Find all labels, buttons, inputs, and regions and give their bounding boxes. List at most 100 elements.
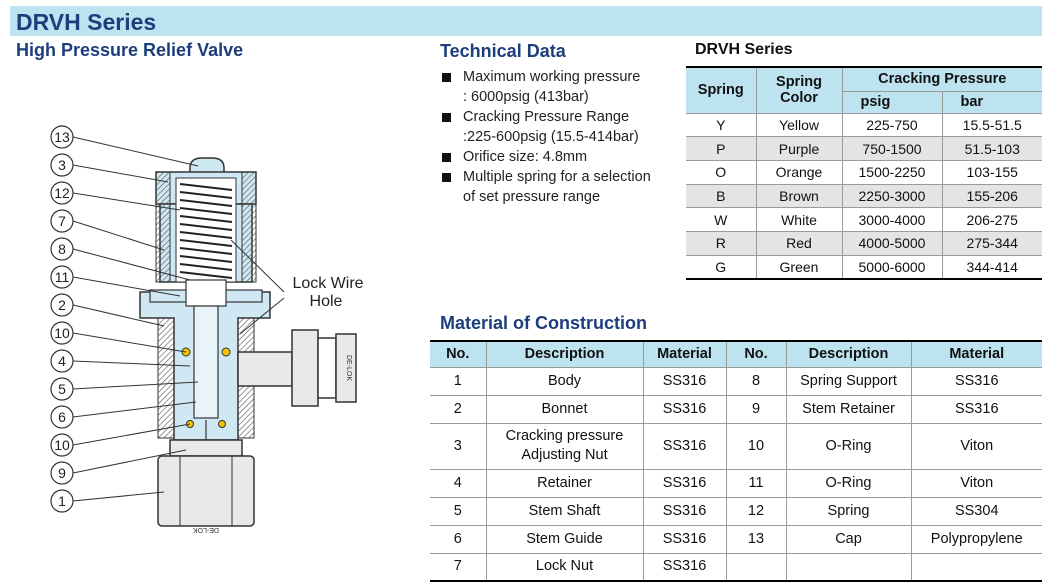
material-cell-desc2: Spring	[785, 496, 911, 525]
header-cracking-pressure: Cracking Pressure	[841, 67, 1042, 92]
material-table: No. Description Material No. Description…	[430, 340, 1042, 582]
material-cell-desc2: Cap	[785, 524, 911, 553]
callout-leader-line	[72, 381, 199, 390]
spring-cell-psig: 2250-3000	[841, 183, 942, 208]
header-description-1: Description	[485, 341, 643, 367]
material-cell-desc1: Stem Guide	[485, 524, 643, 553]
material-cell-desc1: Stem Shaft	[485, 496, 643, 525]
material-cell-desc2	[785, 552, 911, 581]
tech-item-multiple-spring: Multiple spring for a selection of set p…	[442, 167, 682, 207]
material-cell-no1: 3	[430, 422, 486, 469]
callout-leader-line	[72, 491, 165, 502]
material-cell-mat1: SS316	[642, 366, 726, 395]
callout-circle	[50, 125, 74, 149]
callout-circle	[50, 321, 74, 345]
material-cell-desc2: Spring Support	[785, 366, 911, 395]
spring-cell-color: Orange	[755, 159, 842, 185]
material-cell-no1: 6	[430, 524, 486, 553]
callout-leader-line	[72, 136, 199, 167]
callout-leader-line	[72, 360, 191, 367]
series-title: DRVH Series	[16, 9, 157, 35]
callout-circle	[50, 349, 74, 373]
header-no-1: No.	[430, 341, 486, 367]
spring-cell-bar: 15.5-51.5	[941, 112, 1042, 137]
material-cell-no2: 11	[725, 468, 786, 497]
tech-item-max-pressure: Maximum working pressure : 6000psig (413…	[442, 67, 682, 107]
callout-number: 11	[55, 269, 70, 285]
material-cell-mat1: SS316	[642, 524, 726, 553]
spring-cell-bar: 51.5-103	[941, 136, 1042, 161]
material-cell-no2	[725, 552, 786, 581]
spring-part	[175, 177, 237, 283]
callout-number: 1	[58, 493, 66, 509]
spring-cell-spring: R	[686, 230, 756, 256]
spring-cell-spring: G	[686, 254, 756, 279]
material-cell-mat2: Polypropylene	[910, 524, 1042, 553]
header-no-2: No.	[725, 341, 786, 367]
spring-cell-color: Brown	[755, 183, 842, 208]
material-cell-no1: 1	[430, 366, 486, 395]
material-cell-no1: 5	[430, 496, 486, 525]
spring-cell-spring: W	[686, 207, 756, 232]
spring-table: Spring Spring Color Cracking Pressure ps…	[686, 66, 1042, 280]
material-cell-desc2: O-Ring	[785, 422, 911, 469]
header-spring-color: Spring Color	[755, 67, 842, 113]
spring-cell-spring: B	[686, 183, 756, 208]
callout-circle	[50, 293, 74, 317]
material-cell-desc1: Bonnet	[485, 394, 643, 423]
callout-number: 3	[58, 157, 66, 173]
callout-leader-line	[72, 276, 181, 297]
material-cell-desc1: Lock Nut	[485, 552, 643, 581]
spring-cell-bar: 344-414	[941, 254, 1042, 279]
material-cell-desc2: Stem Retainer	[785, 394, 911, 423]
spring-cell-psig: 4000-5000	[841, 230, 942, 256]
spring-cell-psig: 225-750	[841, 112, 942, 137]
spring-cell-psig: 1500-2250	[841, 159, 942, 185]
callout-leader-line	[72, 332, 187, 353]
bottom-brand-mark: DE-LOK	[193, 526, 219, 533]
callout-circle	[50, 433, 74, 457]
material-cell-mat1: SS316	[642, 468, 726, 497]
technical-data-title: Technical Data	[440, 41, 566, 61]
material-cell-mat1: SS316	[642, 496, 726, 525]
spring-cell-psig: 750-1500	[841, 136, 942, 161]
spring-cell-color: Yellow	[755, 112, 842, 137]
spring-cell-spring: P	[686, 136, 756, 161]
callout-number: 13	[54, 129, 70, 145]
callout-circle	[50, 209, 74, 233]
callout-circle	[50, 265, 74, 289]
material-cell-no2: 13	[725, 524, 786, 553]
side-brand-mark: DE-LOK	[345, 355, 352, 381]
material-cell-desc1: Body	[485, 366, 643, 395]
material-cell-desc1: Retainer	[485, 468, 643, 497]
spring-cell-spring: O	[686, 159, 756, 185]
material-cell-mat2: SS304	[910, 496, 1042, 525]
material-cell-mat1: SS316	[642, 422, 726, 469]
product-subtitle: High Pressure Relief Valve	[16, 40, 244, 60]
callout-circle	[50, 181, 74, 205]
spring-cell-bar: 275-344	[941, 230, 1042, 256]
material-cell-mat2: SS316	[910, 366, 1042, 395]
material-cell-mat1: SS316	[642, 394, 726, 423]
header-bar: bar	[941, 91, 1042, 113]
callout-leader-line	[72, 449, 187, 474]
tech-item-cracking-range: Cracking Pressure Range :225-600psig (15…	[442, 107, 682, 147]
spring-cell-color: Purple	[755, 136, 842, 161]
material-cell-desc2: O-Ring	[785, 468, 911, 497]
material-cell-no2: 10	[725, 422, 786, 469]
inlet-fitting: DE-LOK	[157, 439, 255, 533]
callout-circle	[50, 377, 74, 401]
header-spring: Spring	[686, 67, 756, 113]
material-cell-no1: 7	[430, 552, 486, 581]
